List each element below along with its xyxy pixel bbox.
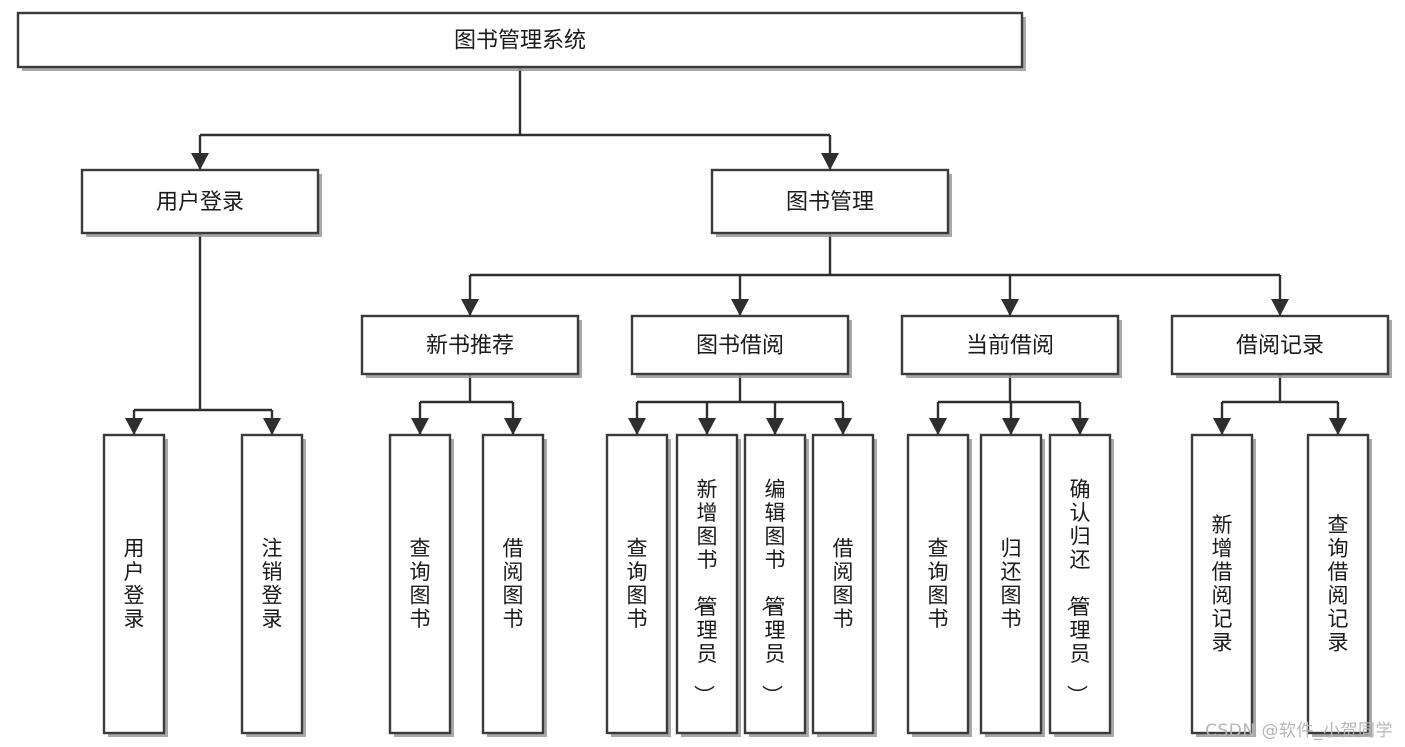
node-new-book-recommend[interactable]: 新书推荐 [360,314,582,378]
arrow-head [1071,418,1089,435]
arrow-head [766,418,784,435]
node-box[interactable] [630,314,850,376]
arrow-head [834,418,852,435]
node-leaf-edit-book[interactable]: 编辑图书（管理员） [743,433,809,737]
node-label: 借阅图书 [833,536,854,631]
node-label: 查询图书 [410,536,431,631]
node-leaf-query-book-borrow[interactable]: 查询图书 [605,433,671,737]
arrow-head [731,299,749,316]
node-box[interactable] [675,433,739,735]
node-box[interactable] [743,433,807,735]
edge-group-book-manage [461,233,1289,316]
node-label: 新书推荐 [426,334,514,359]
arrow-head [125,418,143,435]
node-box[interactable] [80,168,320,235]
arrow-head [191,153,209,170]
node-box[interactable] [906,433,970,735]
node-leaf-add-book[interactable]: 新增图书（管理员） [675,433,741,737]
arrow-head [411,418,429,435]
arrow-head [929,418,947,435]
node-leaf-query-record[interactable]: 查询借阅记录 [1306,433,1372,737]
node-box[interactable] [1306,433,1370,735]
node-leaf-confirm-return[interactable]: 确认归还（管理员） [1048,433,1114,737]
node-leaf-user-login[interactable]: 用户登录 [102,433,168,737]
node-box[interactable] [811,433,875,735]
arrow-head [1271,299,1289,316]
node-box[interactable] [360,314,580,376]
node-current-borrow[interactable]: 当前借阅 [900,314,1122,378]
node-box[interactable] [102,433,166,735]
node-box[interactable] [240,433,304,735]
node-label: 图书借阅 [696,334,784,359]
node-label: 当前借阅 [966,334,1054,359]
node-box[interactable] [388,433,452,735]
edge-layer [125,67,1347,435]
node-label: 借阅记录 [1236,334,1324,359]
arrow-head [1001,299,1019,316]
node-label: 用户登录 [124,536,145,631]
node-layer: 图书管理系统用户登录图书管理新书推荐图书借阅当前借阅借阅记录用户登录注销登录查询… [16,11,1392,737]
arrow-head [1213,418,1231,435]
edge-group-current-borrow [929,374,1089,435]
node-label: 确认归还（管理员） [1065,478,1091,706]
node-leaf-add-record[interactable]: 新增借阅记录 [1190,433,1256,737]
node-root[interactable]: 图书管理系统 [16,11,1026,71]
node-leaf-query-book-rec[interactable]: 查询图书 [388,433,454,737]
node-borrow-record[interactable]: 借阅记录 [1170,314,1392,378]
node-label: 图书管理系统 [454,29,586,54]
edge-group-user-login [125,233,281,435]
arrow-head [263,418,281,435]
node-user-login[interactable]: 用户登录 [80,168,322,237]
node-leaf-borrow-book-rec[interactable]: 借阅图书 [481,433,547,737]
node-label: 图书管理 [786,190,874,215]
node-book-manage[interactable]: 图书管理 [710,168,952,237]
edge-group-new-book-recommend [411,374,522,435]
node-leaf-query-book-cur[interactable]: 查询图书 [906,433,972,737]
arrow-head [1329,418,1347,435]
node-leaf-borrow-book[interactable]: 借阅图书 [811,433,877,737]
node-label: 查询图书 [928,536,949,631]
node-box[interactable] [979,433,1043,735]
node-leaf-logout[interactable]: 注销登录 [240,433,306,737]
node-box[interactable] [1190,433,1254,735]
node-label: 注销登录 [262,536,283,631]
arrow-head [628,418,646,435]
watermark-text: CSDN @软件_小贺同学 [1205,721,1393,741]
node-label: 借阅图书 [503,536,524,631]
arrow-head [1002,418,1020,435]
node-label: 归还图书 [1001,536,1022,631]
node-label: 用户登录 [156,190,244,215]
node-box[interactable] [1048,433,1112,735]
edge-group-borrow-record [1213,374,1347,435]
arrow-head [461,299,479,316]
node-label: 查询图书 [627,536,648,631]
node-box[interactable] [900,314,1120,376]
edge-group-book-borrow [628,374,852,435]
arrow-head [821,153,839,170]
arrow-head [698,418,716,435]
node-book-borrow[interactable]: 图书借阅 [630,314,852,378]
node-label: 新增图书（管理员） [692,478,718,706]
node-box[interactable] [605,433,669,735]
node-label: 编辑图书（管理员） [760,478,786,706]
node-leaf-return-book[interactable]: 归还图书 [979,433,1045,737]
node-box[interactable] [16,11,1024,69]
node-box[interactable] [481,433,545,735]
node-box[interactable] [710,168,950,235]
node-box[interactable] [1170,314,1390,376]
edge-group-root [191,67,839,170]
node-label: 查询借阅记录 [1328,513,1349,655]
arrow-head [504,418,522,435]
node-label: 新增借阅记录 [1212,513,1233,655]
